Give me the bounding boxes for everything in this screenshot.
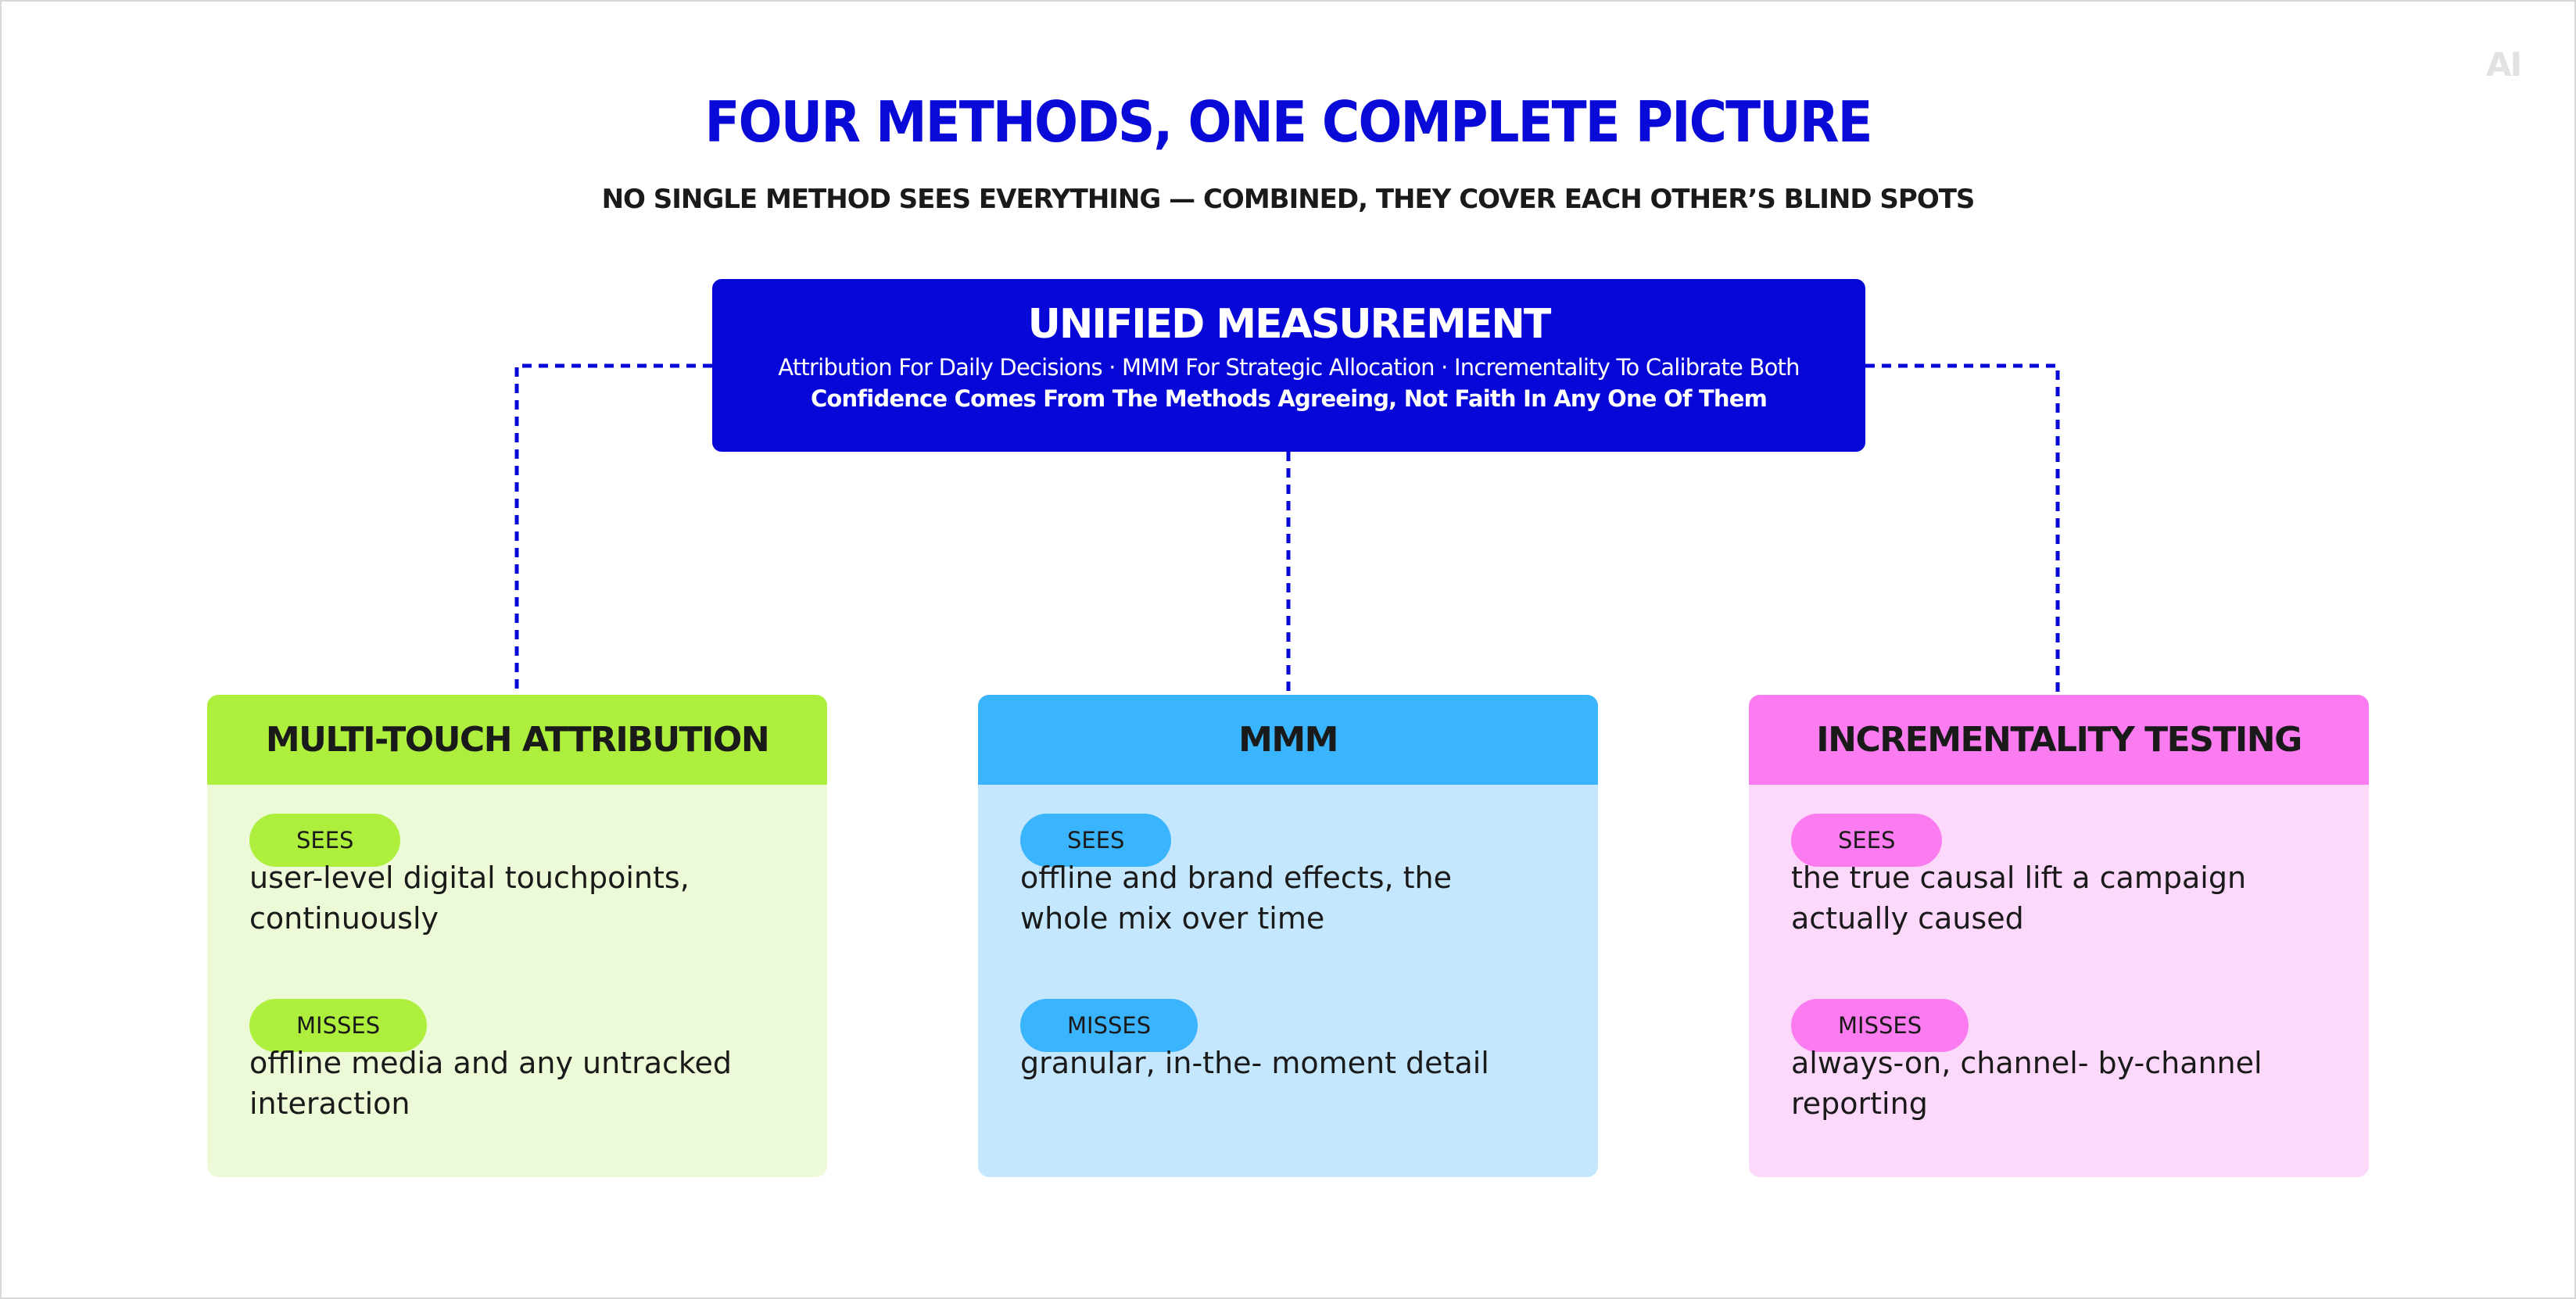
misses-text: always-on, channel- by-channel reporting <box>1791 1046 2263 1121</box>
misses-text: granular, in-the- moment detail <box>1020 1046 1489 1080</box>
sees-badge: SEES <box>1020 814 1172 867</box>
misses-badge: MISSES <box>1791 999 1969 1052</box>
unified-measurement-box: UNIFIED MEASUREMENT Attribution For Dail… <box>712 279 1865 452</box>
sees-badge: SEES <box>249 814 401 867</box>
connector-right <box>1865 363 2060 695</box>
method-card-title: INCREMENTALITY TESTING <box>1749 695 2369 785</box>
misses-text: offline media and any untracked interact… <box>249 1046 733 1121</box>
hub-title: UNIFIED MEASUREMENT <box>1027 301 1552 348</box>
method-card-mmm: MMM SEES offline and brand effects, the … <box>978 695 1598 1177</box>
method-card-title: MMM <box>978 695 1598 785</box>
misses-badge: MISSES <box>249 999 428 1052</box>
method-card-multi-touch-attribution: MULTI-TOUCH ATTRIBUTION SEES user-level … <box>207 695 827 1177</box>
method-card-incrementality-testing: INCREMENTALITY TESTING SEES the true cau… <box>1749 695 2369 1177</box>
method-card-title: MULTI-TOUCH ATTRIBUTION <box>207 695 827 785</box>
sees-badge: SEES <box>1791 814 1943 867</box>
page-title: FOUR METHODS, ONE COMPLETE PICTURE <box>704 89 1872 156</box>
hub-emphasis: Confidence Comes From The Methods Agreei… <box>810 385 1768 412</box>
connector-left <box>514 363 712 695</box>
sees-text: the true causal lift a campaign actually… <box>1791 861 2247 936</box>
misses-badge: MISSES <box>1020 999 1198 1052</box>
page-subtitle: NO SINGLE METHOD SEES EVERYTHING — COMBI… <box>601 184 1976 215</box>
sees-text: offline and brand effects, the whole mix… <box>1020 861 1453 936</box>
hub-description: Attribution For Daily Decisions · MMM Fo… <box>778 354 1800 381</box>
brand-logo: AI <box>2486 45 2522 84</box>
sees-text: user-level digital touchpoints, continuo… <box>249 861 690 936</box>
